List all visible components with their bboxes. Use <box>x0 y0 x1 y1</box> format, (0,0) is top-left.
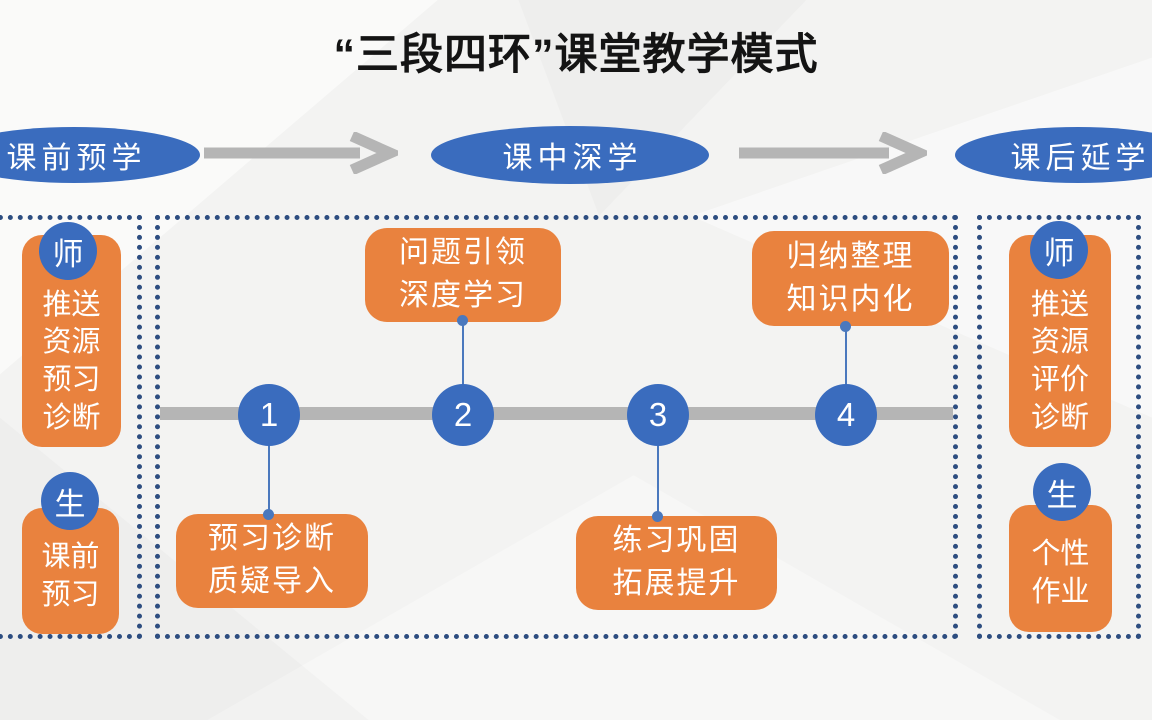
step-card-1: 预习诊断 质疑导入 <box>176 514 368 608</box>
student-badge: 生 <box>1033 463 1091 521</box>
stage-pill-post-class: 课后延学 <box>955 127 1152 183</box>
timeline-step-1: 1 <box>238 384 300 446</box>
connector-line <box>845 326 847 390</box>
timeline-bar <box>160 407 953 420</box>
timeline-step-4: 4 <box>815 384 877 446</box>
step-card-3: 练习巩固 拓展提升 <box>576 516 777 610</box>
stage-pill-in-class: 课中深学 <box>431 126 709 184</box>
teacher-badge: 师 <box>1030 221 1088 279</box>
connector-dot <box>652 511 663 522</box>
flow-arrow-icon <box>739 132 927 174</box>
student-badge: 生 <box>41 472 99 530</box>
in-class-panel: 问题引领 深度学习 归纳整理 知识内化 预习诊断 质疑导入 练习巩固 拓展提升 … <box>155 215 958 639</box>
timeline-step-3: 3 <box>627 384 689 446</box>
step-card-4: 归纳整理 知识内化 <box>752 231 949 326</box>
flow-arrow-icon <box>204 132 398 174</box>
teacher-badge: 师 <box>39 222 97 280</box>
timeline-step-2: 2 <box>432 384 494 446</box>
connector-dot <box>457 315 468 326</box>
pre-class-panel: 师 推送 资源 预习 诊断 生 课前 预习 <box>0 215 142 639</box>
step-card-2: 问题引领 深度学习 <box>365 228 561 322</box>
post-class-panel: 师 推送 资源 评价 诊断 生 个性 作业 <box>977 215 1141 639</box>
connector-dot <box>263 509 274 520</box>
connector-line <box>268 440 270 514</box>
post-class-student-card: 个性 作业 <box>1009 505 1112 632</box>
connector-dot <box>840 321 851 332</box>
stage-pill-pre-class: 课前预学 <box>0 127 200 183</box>
connector-line <box>462 320 464 390</box>
page-title: “三段四环”课堂教学模式 <box>333 31 819 79</box>
connector-line <box>657 440 659 516</box>
